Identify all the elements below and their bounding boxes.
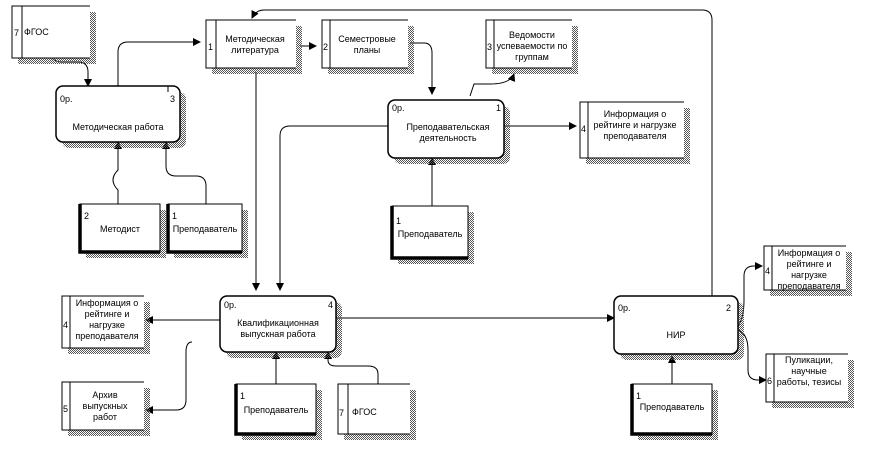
store-number: 7 — [14, 28, 20, 38]
store-name: ФГОС — [24, 27, 49, 37]
process-code: 0р. — [60, 94, 73, 104]
store-archive[interactable] — [61, 381, 150, 436]
external-name: Методист — [99, 224, 141, 234]
flow-metodist-to-metwork — [112, 141, 122, 204]
process-vkr[interactable] — [219, 295, 342, 358]
flow-teach-to-ved — [469, 73, 516, 97]
store-publications[interactable] — [765, 353, 854, 408]
process-name: Преподавательская деятельность — [406, 122, 490, 143]
store-number: 4 — [765, 266, 771, 276]
external-number: 1 — [396, 216, 402, 226]
process-number: 1 — [496, 103, 502, 113]
store-sem-plans[interactable] — [321, 19, 414, 74]
external-name: Преподаватель — [397, 229, 463, 239]
process-code: 0р. — [392, 103, 405, 113]
external-number: 1 — [636, 391, 642, 401]
store-number: 5 — [63, 404, 69, 414]
store-name: Пуликации, научные работы, тезисы — [776, 355, 842, 387]
process-name: Методическая работа — [72, 122, 164, 132]
external-prep-c[interactable] — [234, 383, 322, 440]
external-number: 1 — [240, 391, 246, 401]
store-name: Методическая литература — [225, 34, 285, 55]
store-name: Ведомости успеваемости по группам — [496, 30, 568, 62]
store-number: 6 — [767, 376, 773, 386]
process-code: 0р. — [618, 303, 631, 313]
store-info-b[interactable] — [61, 295, 150, 354]
process-code: 0р. — [224, 300, 237, 310]
external-prep-d[interactable] — [630, 383, 718, 440]
store-name: Информация о рейтинге и нагрузке препода… — [75, 298, 139, 341]
external-number: 2 — [84, 211, 90, 221]
flow-nir-to-metlit — [251, 9, 713, 296]
store-number: 7 — [339, 408, 345, 418]
store-name: ФГОС — [352, 407, 377, 417]
process-teach[interactable] — [387, 99, 510, 164]
store-vedomosti[interactable] — [485, 19, 578, 74]
external-name: Преподаватель — [639, 402, 705, 412]
flow-vkr-to-archive — [145, 341, 193, 414]
store-number: 3 — [487, 42, 493, 52]
flow-semplans-to-teach — [410, 42, 436, 95]
external-name: Преподаватель — [172, 224, 238, 234]
external-number: 1 — [172, 211, 178, 221]
store-name: Информация о рейтинге и нагрузке препода… — [777, 248, 841, 291]
store-fgos-a[interactable] — [11, 5, 96, 64]
flow-prepa-to-metwork — [162, 141, 207, 204]
flow-teach-to-vkr — [276, 125, 388, 291]
store-name: Информация о рейтинге и нагрузке препода… — [593, 109, 677, 141]
store-name: Архив выпускных работ — [82, 390, 128, 422]
store-info-c[interactable] — [763, 245, 852, 296]
process-nir[interactable] — [613, 295, 744, 360]
store-met-lit[interactable] — [205, 19, 302, 74]
flow-metwork-to-metlit — [117, 38, 201, 86]
store-number: 4 — [581, 124, 587, 134]
external-metodist[interactable] — [78, 203, 166, 258]
process-name: Квалификационная выпускная работа — [237, 318, 319, 339]
external-prep-b[interactable] — [390, 205, 474, 264]
store-info-a[interactable] — [579, 101, 690, 164]
store-fgos-b[interactable] — [337, 383, 416, 440]
store-number: 4 — [63, 320, 69, 330]
process-number: 2 — [726, 303, 732, 313]
flow-fgosb-to-vkr — [324, 351, 379, 384]
process-number: 3 — [170, 94, 176, 104]
external-name: Преподаватель — [243, 405, 309, 415]
store-number: 1 — [208, 42, 214, 52]
store-name: Семестровые планы — [338, 34, 396, 55]
process-met-work[interactable] — [55, 85, 186, 148]
store-number: 2 — [323, 42, 329, 52]
process-name: НИР — [666, 330, 686, 340]
external-prep-a[interactable] — [166, 203, 248, 258]
process-number: 4 — [328, 300, 334, 310]
